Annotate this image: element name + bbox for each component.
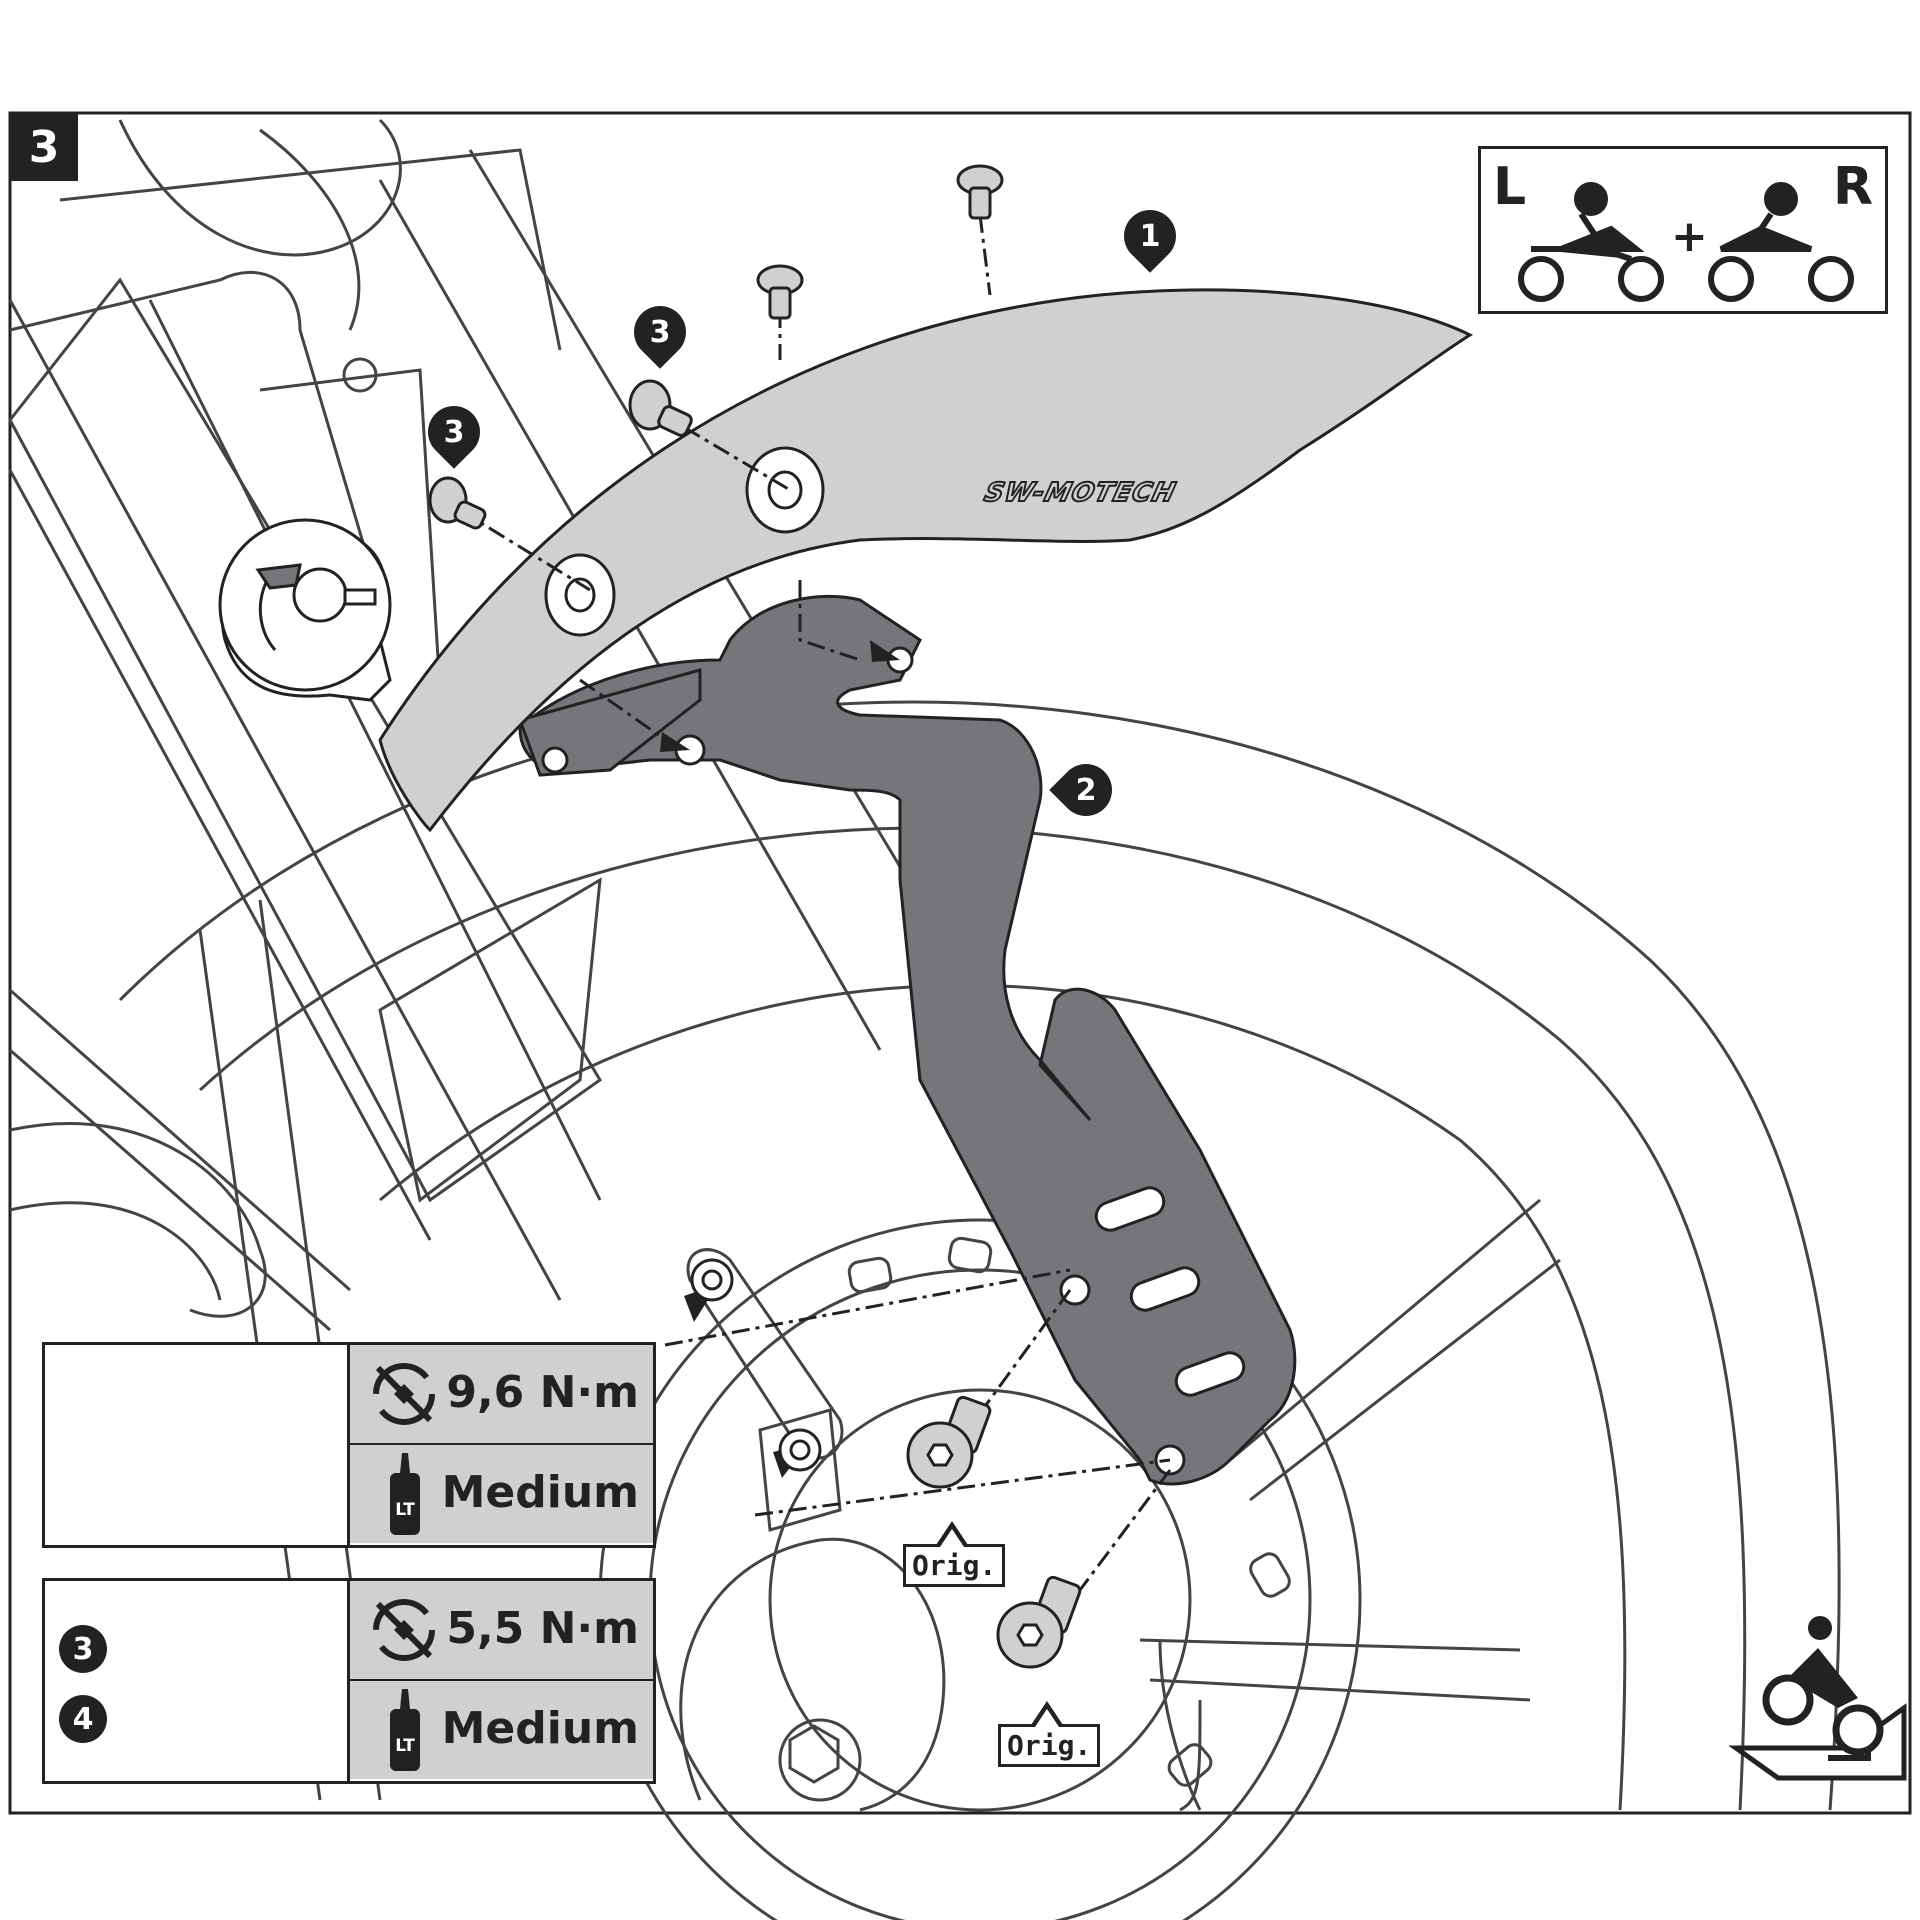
left-side-label: L	[1493, 157, 1527, 217]
orig-label-upper: Orig.	[903, 1521, 1006, 1587]
callout-part-2: 2	[1049, 753, 1123, 827]
torque-value: 5,5 N·m	[446, 1603, 639, 1654]
threadlocker-strength: Medium	[441, 1703, 639, 1754]
screw-part3-lower	[428, 476, 487, 530]
torque-row: 5,5 N·m	[350, 1581, 653, 1682]
motorcycle-front-view-icon	[1728, 1616, 1907, 1781]
screw-top-2	[756, 264, 804, 320]
torque-wrench-icon	[373, 1599, 435, 1661]
screw-top-1	[956, 164, 1004, 220]
callout-part-3-upper: 3	[623, 295, 697, 369]
part-number-4: 4	[59, 1695, 107, 1743]
torque-wrench-icon	[373, 1363, 435, 1425]
right-side-label: R	[1832, 157, 1873, 217]
motorcycle-left-icon	[1518, 182, 1664, 302]
brand-logo: SW-MOTECH	[980, 477, 1180, 509]
diagram-frame	[8, 111, 1912, 1815]
threadlocker-row: LT Medium	[350, 1445, 653, 1543]
threadlocker-row: LT Medium	[350, 1681, 653, 1779]
mudguard-holes	[544, 446, 825, 637]
step-number-badge: 3	[10, 113, 78, 181]
torque-row: 9,6 N·m	[350, 1345, 653, 1446]
bracket-slots	[541, 646, 1246, 1476]
bolt-orig-upper	[906, 1395, 992, 1489]
screw-part3-upper	[628, 379, 693, 437]
plus-sign: +	[1671, 211, 1708, 262]
torque-value: 9,6 N·m	[446, 1367, 639, 1418]
bolt-orig-lower	[996, 1575, 1082, 1669]
mudguard-bracket	[518, 594, 1297, 1486]
front-mudguard	[378, 288, 1474, 833]
torque-table-1-part-cell	[45, 1345, 350, 1545]
motorcycle-pair-icons	[1518, 182, 1854, 302]
part-number-3: 3	[59, 1625, 107, 1673]
threadlocker-bottle-icon: LT	[390, 1453, 420, 1535]
fork-mount-eyes	[690, 1258, 822, 1472]
callout-part-1: 1	[1113, 199, 1187, 273]
svg-text:LT: LT	[395, 1736, 415, 1756]
orig-label-lower: Orig.	[998, 1701, 1101, 1767]
motorcycle-right-icon	[1708, 182, 1854, 302]
threadlocker-bottle-icon: LT	[390, 1689, 420, 1771]
svg-text:LT: LT	[395, 1500, 415, 1520]
callout-part-3-lower: 3	[417, 395, 491, 469]
clip-detail-icon	[218, 518, 392, 702]
torque-spec-table-2: 3 4 5,5 N·m LT Medium	[42, 1578, 656, 1784]
torque-spec-table-1: 9,6 N·m LT Medium	[42, 1342, 656, 1548]
side-indicator: L R +	[1478, 146, 1888, 314]
threadlocker-strength: Medium	[441, 1467, 639, 1518]
torque-table-2-part-cell: 3 4	[45, 1581, 350, 1781]
lower-bracket-tab	[518, 668, 702, 777]
